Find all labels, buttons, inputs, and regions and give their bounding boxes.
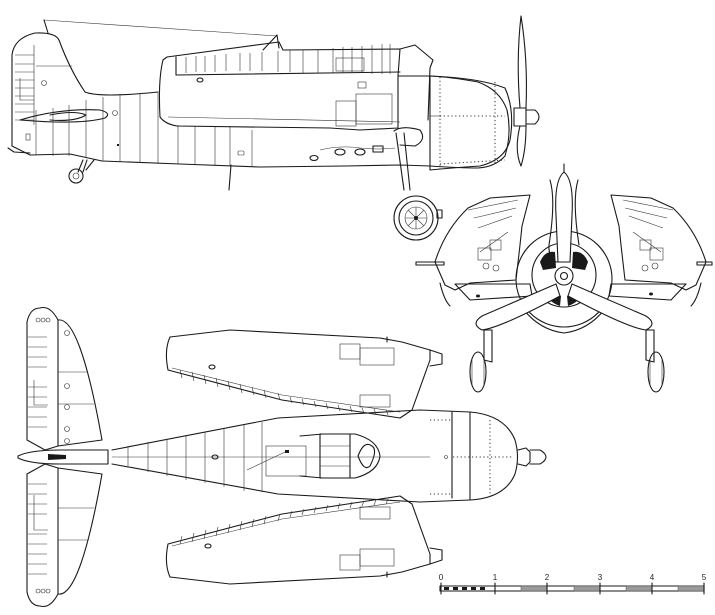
scale-label-1: 1: [492, 573, 498, 582]
top-folded-wing-upper: [165, 329, 431, 419]
front-spinner: [554, 266, 574, 286]
top-spinner: [529, 449, 547, 465]
vertical-tail: [11, 32, 159, 147]
main-landing-gear: [395, 132, 411, 191]
side-view: [7, 15, 540, 241]
top-canopy: [299, 433, 381, 479]
scale-label-2: 2: [544, 573, 550, 582]
scale-label-0: 0: [438, 573, 444, 582]
scale-label-4: 4: [649, 573, 655, 582]
front-left-wheel: [469, 351, 487, 393]
propeller-side: [517, 15, 527, 109]
engine-cowling: [429, 75, 513, 171]
top-folded-wing-lower: [165, 495, 431, 585]
top-fuselage: [111, 409, 519, 503]
front-propeller-blade-left: [475, 283, 561, 331]
front-view: [415, 163, 713, 393]
spinner-side: [525, 109, 540, 125]
top-horizontal-tail-right: [26, 463, 59, 608]
top-view: [17, 306, 547, 608]
top-cowling: [451, 411, 471, 501]
front-propeller-blade-top: [555, 171, 573, 263]
fuselage-profile: [11, 75, 510, 169]
tail-wheel: [68, 168, 84, 184]
scale-label-3: 3: [597, 573, 603, 582]
front-right-folded-wing: [610, 194, 707, 291]
folded-wing-side: [158, 41, 401, 131]
top-horizontal-tail-left: [26, 306, 59, 451]
horizontal-stabilizer: [19, 109, 109, 123]
front-right-wheel: [647, 351, 665, 393]
scale-label-5: 5: [701, 573, 707, 582]
scale-bar: [439, 582, 705, 595]
